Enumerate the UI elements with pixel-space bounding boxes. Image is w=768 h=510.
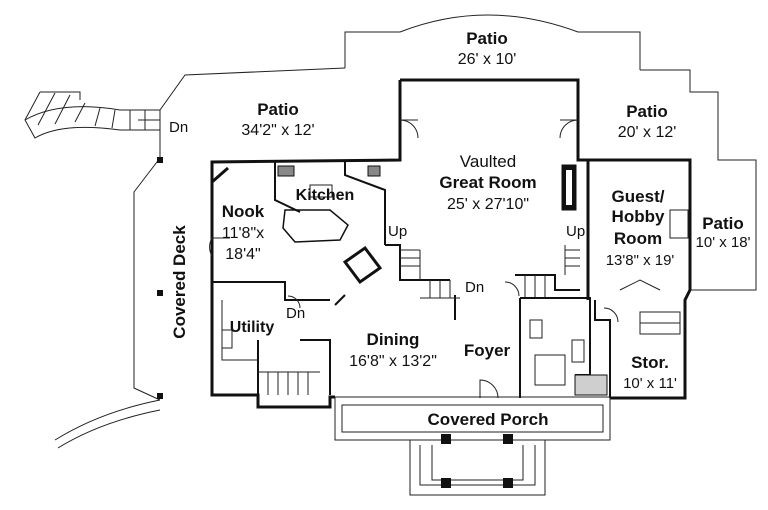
interior-walls [212,160,689,398]
stair-dn-deck: Dn [169,119,188,136]
storage-size: 10' x 11' [623,375,677,392]
post-icon [157,393,163,399]
guest-line2: Hobby [612,207,665,226]
exterior-stair [24,91,163,399]
great-room-line1: Vaulted [460,152,516,171]
dining-name: Dining [367,330,420,349]
doors [209,119,619,399]
patio-left-name: Patio [257,100,299,119]
stair-dn-utility: Dn [286,305,305,322]
guest-size: 13'8" x 19' [606,252,675,269]
great-room-size: 25' x 27'10" [447,196,529,213]
patio-right-size: 20' x 12' [618,124,677,141]
utility-name: Utility [230,319,275,336]
guest-line1: Guest/ [612,187,665,206]
patio-far-right-name: Patio [702,214,744,233]
patio-right-name: Patio [626,102,668,121]
nook-name: Nook [222,202,265,221]
stair-dn-center: Dn [465,279,484,296]
post-icon [503,434,513,444]
patio-outlines [54,14,757,449]
covered-porch-name: Covered Porch [428,410,549,429]
great-room-line2: Great Room [439,173,536,192]
guest-line3: Room [614,229,662,248]
foyer-name: Foyer [464,341,511,360]
patio-far-right-size: 10' x 18' [696,234,751,251]
stair-up-right: Up [566,223,585,240]
kitchen-name: Kitchen [296,187,355,204]
post-icon [157,157,163,163]
post-icon [503,478,513,488]
dining-size: 16'8" x 13'2" [349,353,437,370]
storage-name: Stor. [631,353,669,372]
covered-porch [334,396,611,496]
nook-size-line1: 11'8"x [222,225,264,242]
nook-size-line2: 18'4" [225,246,260,263]
patio-top-name: Patio [466,29,508,48]
patio-top-size: 26' x 10' [458,51,517,68]
post-icon [441,478,451,488]
post-icon [157,290,163,296]
room-labels: Patio 26' x 10' Patio 34'2" x 12' Patio … [170,29,751,429]
covered-deck-name: Covered Deck [170,225,189,339]
patio-left-size: 34'2" x 12' [241,122,314,139]
stair-labels: Dn Up Up Dn Dn [169,119,585,322]
stair-up-left: Up [388,223,407,240]
post-icon [441,434,451,444]
